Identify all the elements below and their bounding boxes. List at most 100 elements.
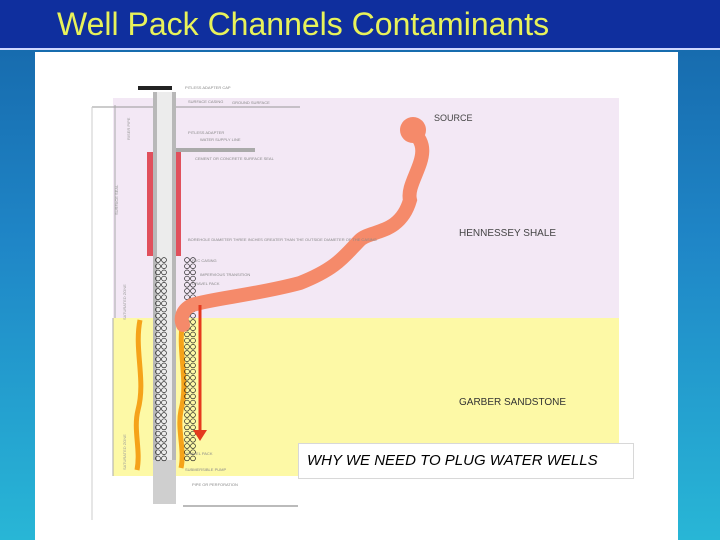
gravel-circle — [161, 356, 167, 362]
side-label: SATURATED ZONE — [122, 284, 127, 320]
gravel-circle — [184, 455, 190, 462]
well-label: PIPE OR PERFORATION — [192, 482, 238, 487]
gravel-circle — [155, 393, 161, 400]
gravel-circle — [190, 282, 196, 288]
gravel-circle — [155, 263, 161, 269]
gravel-circle — [155, 387, 161, 393]
gravel-circle — [184, 294, 190, 300]
gravel-circle — [190, 344, 196, 350]
gravel-circle — [155, 331, 161, 338]
gravel-circle — [190, 362, 196, 369]
gravel-circle — [155, 455, 161, 462]
casing-wall-left — [153, 92, 157, 504]
flow-arrow-head — [193, 430, 207, 441]
gravel-circle — [161, 424, 167, 431]
gravel-circle — [190, 350, 196, 356]
gravel-circle — [184, 381, 190, 387]
gravel-circle — [161, 313, 167, 319]
gravel-circle — [155, 430, 161, 437]
well-label: CEMENT OR CONCRETE SURFACE SEAL — [195, 156, 275, 161]
well-label: PVC CASING — [192, 258, 217, 263]
gravel-circle — [161, 455, 167, 462]
gravel-circle — [161, 381, 167, 387]
gravel-streak-left — [133, 319, 144, 471]
gravel-circle — [155, 381, 161, 387]
gravel-circle — [155, 418, 161, 424]
gravel-circle — [155, 449, 161, 455]
gravel-circle — [184, 257, 190, 263]
gravel-streak-right — [177, 319, 187, 469]
well-label: IMPERVIOUS TRANSITION — [200, 272, 250, 277]
gravel-circle — [161, 449, 167, 455]
gravel-circle — [184, 406, 190, 412]
well-bottom-line — [183, 505, 298, 507]
gravel-circle — [190, 325, 196, 331]
pitless-cap — [138, 86, 172, 90]
gravel-circle — [190, 257, 196, 263]
gravel-circle — [190, 356, 196, 362]
well-label: SURFACE CASING — [188, 99, 223, 104]
gravel-circle — [190, 269, 196, 276]
gravel-circle — [155, 362, 161, 369]
gravel-circle — [161, 437, 167, 443]
gravel-circle — [155, 337, 161, 344]
gravel-circle — [155, 412, 161, 418]
gravel-circle — [161, 337, 167, 344]
gravel-circle — [155, 306, 161, 313]
gravel-circle — [161, 399, 167, 406]
gravel-circle — [161, 319, 167, 325]
gravel-circle — [190, 288, 196, 294]
side-label: RISER PIPE — [126, 117, 131, 140]
gravel-circle — [161, 306, 167, 313]
gravel-pack-left — [155, 257, 167, 462]
gravel-circle — [190, 375, 196, 381]
shale-layer — [113, 98, 619, 318]
gravel-circle — [190, 368, 196, 375]
gravel-circle — [155, 356, 161, 362]
gravel-circle — [184, 449, 190, 455]
submersible-pump — [153, 460, 176, 504]
gravel-circle — [184, 362, 190, 369]
gravel-circle — [190, 263, 196, 269]
gravel-circle — [190, 399, 196, 406]
gravel-circle — [161, 325, 167, 331]
gravel-circle — [190, 412, 196, 418]
gravel-circle — [155, 344, 161, 350]
gravel-circle — [155, 443, 161, 449]
gravel-circle — [161, 406, 167, 412]
contaminant-plume — [174, 123, 430, 332]
side-label: SURFACE SEAL — [114, 184, 119, 215]
casing-interior — [157, 92, 172, 504]
gravel-circle — [155, 350, 161, 356]
gravel-circle — [184, 387, 190, 393]
gravel-circle — [155, 325, 161, 331]
gravel-circle — [184, 350, 190, 356]
well-label: GRAVEL PACK — [192, 281, 220, 286]
gravel-circle — [161, 375, 167, 381]
well-label: GRAVEL PACK — [185, 451, 213, 456]
gravel-circle — [184, 356, 190, 362]
gravel-circle — [184, 424, 190, 431]
gravel-circle — [155, 282, 161, 288]
gravel-circle — [161, 294, 167, 300]
gravel-circle — [161, 368, 167, 375]
gravel-circle — [155, 294, 161, 300]
gravel-circle — [155, 368, 161, 375]
gravel-circle — [184, 412, 190, 418]
gravel-circle — [155, 288, 161, 294]
gravel-circle — [190, 406, 196, 412]
gravel-circle — [161, 257, 167, 263]
gravel-circle — [161, 412, 167, 418]
side-label: SATURATED ZONE — [122, 434, 127, 470]
gravel-circle — [184, 393, 190, 400]
gravel-circle — [184, 337, 190, 344]
gravel-circle — [155, 313, 161, 319]
shale-label: HENNESSEY SHALE — [459, 228, 556, 239]
gravel-circle — [161, 275, 167, 282]
gravel-circle — [184, 437, 190, 443]
well-label: SUBMERSIBLE PUMP — [185, 467, 226, 472]
title-bar: Well Pack Channels Contaminants — [0, 0, 720, 50]
gravel-circle — [155, 437, 161, 443]
gravel-circle — [190, 381, 196, 387]
